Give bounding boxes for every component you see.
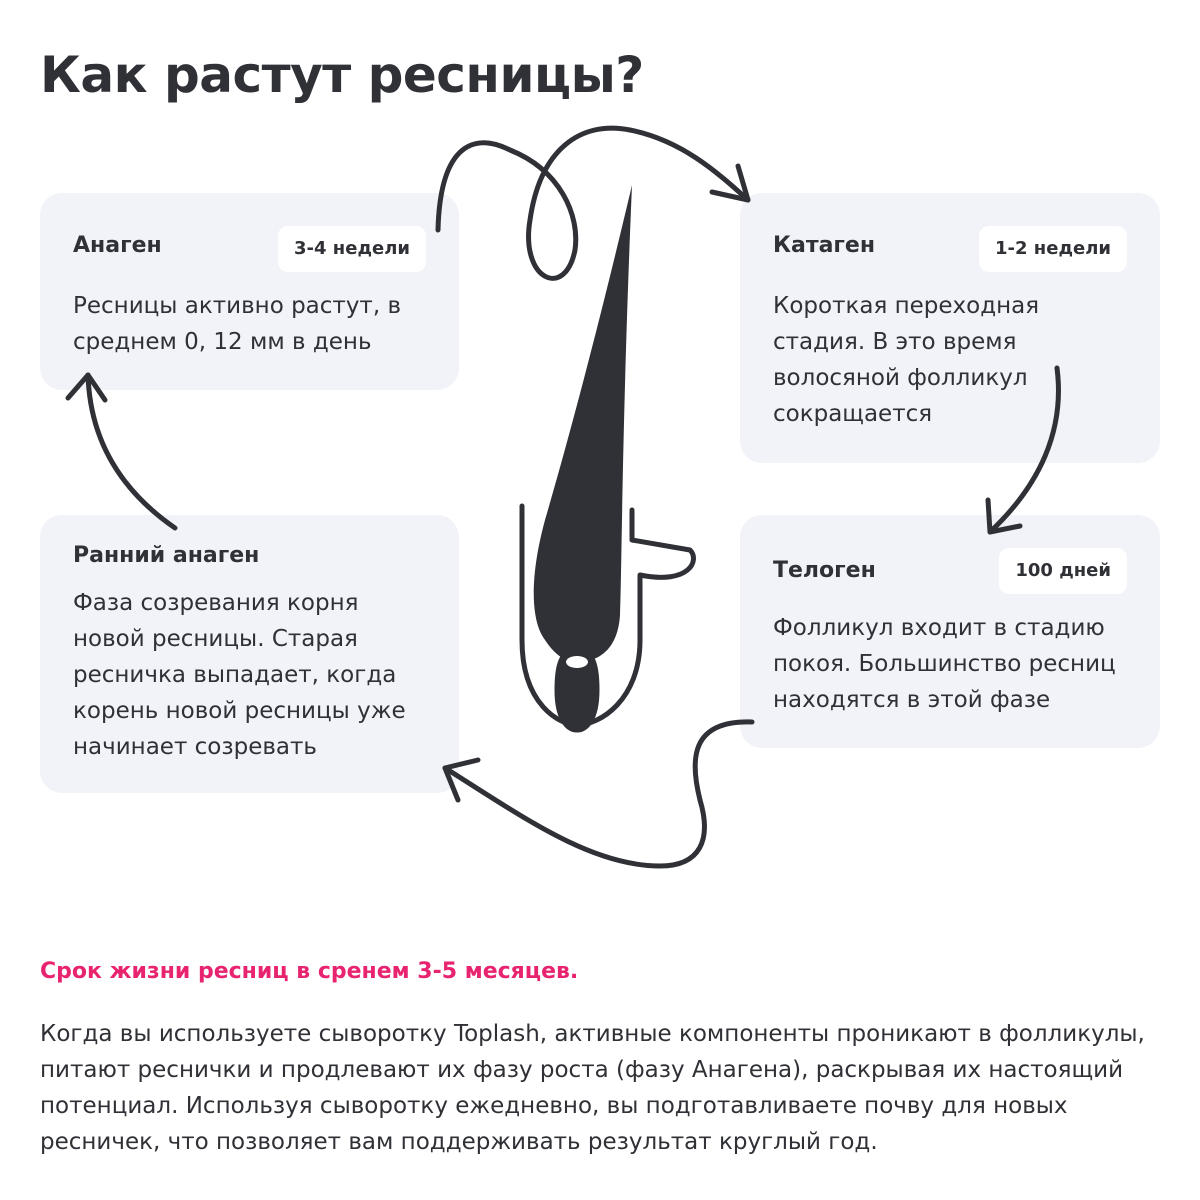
phase-card-katagen: Катаген 1-2 недели Короткая переходная с… [740, 193, 1160, 463]
phase-name: Анаген [73, 233, 162, 258]
phase-name: Катаген [773, 233, 876, 258]
lifespan-note: Срок жизни ресниц в сренем 3-5 месяцев. [40, 959, 579, 984]
phase-name: Ранний анаген [73, 543, 260, 568]
serum-description: Когда вы используете сыворотку Toplash, … [40, 1021, 1145, 1155]
page-title: Как растут ресницы? [40, 46, 644, 104]
cycle-arrow-telogen-to-early-anagen [442, 719, 755, 869]
phase-description: Фаза созревания корня новой ресницы. Ста… [73, 590, 406, 760]
phase-name: Телоген [773, 558, 876, 583]
phase-card-telogen: Телоген 100 дней Фолликул входит в стади… [740, 515, 1160, 748]
root-bulb [554, 647, 600, 733]
phase-description: Ресницы активно растут, в среднем 0, 12 … [73, 293, 402, 355]
phase-duration-badge: 1-2 недели [979, 226, 1127, 272]
phase-description: Фолликул входит в стадию покоя. Большинс… [773, 615, 1116, 713]
cycle-arrow-early-anagen-to-anagen [85, 372, 178, 531]
root-core [566, 656, 588, 668]
phase-duration-badge: 100 дней [999, 548, 1127, 594]
follicle-outline [519, 503, 696, 728]
phase-card-early-anagen: Ранний анаген Фаза созревания корня ново… [40, 515, 459, 793]
cycle-arrow-anagen-to-katagen [435, 125, 751, 281]
phase-card-anagen: Анаген 3-4 недели Ресницы активно растут… [40, 193, 459, 390]
phase-description: Короткая переходная стадия. В это время … [773, 293, 1040, 427]
arrow-head-icon [709, 163, 751, 203]
eyelash-follicle-icon [533, 185, 632, 662]
phase-duration-badge: 3-4 недели [278, 226, 426, 272]
